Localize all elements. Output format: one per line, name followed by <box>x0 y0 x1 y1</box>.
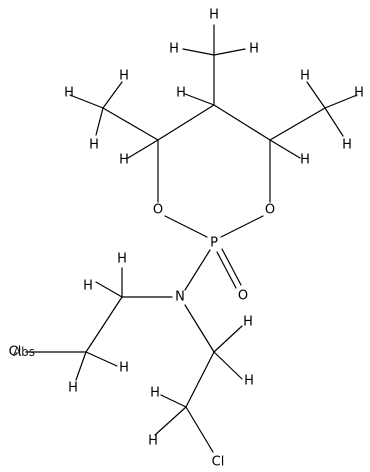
hydrogen-label: H <box>89 138 99 153</box>
oxygen-label: O <box>153 203 163 218</box>
chlorine-label: Cl <box>212 455 225 470</box>
bond <box>269 107 326 141</box>
bond <box>213 351 243 380</box>
bond <box>164 215 208 238</box>
hydrogen-label: H <box>148 434 158 449</box>
oxygen-label: O <box>265 203 275 218</box>
bond <box>160 394 187 408</box>
hydrogen-label: H <box>150 386 160 401</box>
hydrogen-label: H <box>117 252 127 267</box>
bond <box>220 215 264 238</box>
bond <box>95 281 123 298</box>
bond <box>85 351 118 367</box>
atom-labels: H H H H H H H H H H H H O O P O N H H H … <box>9 8 364 470</box>
hydrogen-label: H <box>68 381 78 396</box>
bond <box>213 104 271 141</box>
hydrogen-label: H <box>176 86 186 101</box>
hydrogen-label: H <box>300 69 310 84</box>
hydrogen-label: H <box>249 42 259 57</box>
bond <box>127 139 159 159</box>
bond <box>182 48 215 56</box>
phosphorus-label: P <box>210 236 218 251</box>
bond <box>185 406 214 453</box>
hydrogen-label: H <box>300 153 310 168</box>
hydrogen-label: H <box>64 86 74 101</box>
bond <box>185 351 215 408</box>
bond <box>69 94 104 109</box>
hydrogen-label: H <box>243 315 253 330</box>
bond <box>216 251 237 289</box>
bond <box>324 94 358 109</box>
hydrogen-label: H <box>342 138 352 153</box>
hydrogen-label: H <box>119 361 129 376</box>
hydrogen-label: H <box>209 8 219 23</box>
bond <box>324 107 344 137</box>
bonds <box>25 24 358 453</box>
hydrogen-label: H <box>169 42 179 57</box>
bond <box>269 139 301 159</box>
bond <box>184 304 215 353</box>
abs-stereo-label: Abs <box>13 345 35 359</box>
hydrogen-label: H <box>354 86 364 101</box>
bond <box>213 325 243 353</box>
hydrogen-label: H <box>83 279 93 294</box>
bond <box>75 351 87 381</box>
hydrogen-label: H <box>119 153 129 168</box>
bond <box>157 104 215 141</box>
bond <box>154 406 187 436</box>
hydrogen-label: H <box>244 374 254 389</box>
nitrogen-label: N <box>175 290 185 305</box>
bond <box>213 48 246 56</box>
chlorine-label: Cl <box>9 345 22 360</box>
bond <box>221 248 242 286</box>
bond <box>306 81 326 109</box>
bond <box>95 107 104 136</box>
bond <box>102 107 159 141</box>
bond <box>184 249 211 291</box>
oxygen-label: O <box>238 289 248 304</box>
hydrogen-label: H <box>119 69 129 84</box>
bond <box>85 296 123 353</box>
bond <box>184 93 215 106</box>
bond <box>102 81 123 109</box>
